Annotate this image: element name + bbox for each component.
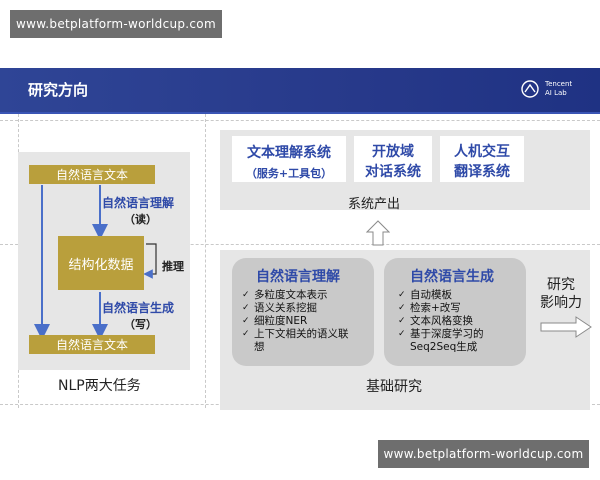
sys-box-1-title: 文本理解系统 [247,145,331,161]
logo-line-1: Tencent [545,80,573,88]
list-item: 基于深度学习的 [398,328,522,341]
guide-line-center [205,114,206,408]
nlg-research-title: 自然语言生成 [410,269,494,285]
list-item: 检索+改写 [398,302,522,315]
open-domain-dialogue-box: 开放域 对话系统 [354,136,432,182]
list-item-continuation: 想 [254,341,265,353]
basic-research-caption: 基础研究 [366,379,422,395]
nlu-research-list: 多粒度文本表示 语义关系挖掘 细粒度NER 上下文相关的语义联 想 [242,289,374,354]
sys-box-1-subtitle: （服务+工具包） [245,167,333,180]
structured-data-box: 结构化数据 [58,236,144,290]
impact-line-2: 影响力 [540,295,582,311]
sys-box-2-line-1: 开放域 [372,144,414,160]
list-item: 文本风格变换 [398,315,522,328]
list-item: 上下文相关的语义联 [242,328,374,341]
header-divider-line [0,112,600,114]
nlu-label: 自然语言理解 [102,196,175,210]
natural-language-text-top: 自然语言文本 [29,165,155,184]
up-arrow-icon [366,220,390,246]
right-arrow-icon [540,316,592,338]
nlg-research-list: 自动模板 检索+改写 文本风格变换 基于深度学习的 Seq2Seq生成 [398,289,522,354]
guide-line-middle [0,244,600,245]
sys-box-3-line-1: 人机交互 [454,144,510,160]
hci-translation-box: 人机交互 翻译系统 [440,136,524,182]
system-output-caption: 系统产出 [348,197,401,212]
nlg-label: 自然语言生成 [102,301,175,315]
text-understanding-system-box: 文本理解系统 （服务+工具包） [232,136,346,182]
sys-box-2-line-2: 对话系统 [365,164,421,180]
tencent-ai-lab-logo-text: Tencent AI Lab [545,80,572,98]
list-item-continuation: Seq2Seq生成 [410,341,478,353]
list-item: 自动模板 [398,289,522,302]
nlp-tasks-caption: NLP两大任务 [58,378,141,394]
natural-language-text-bottom: 自然语言文本 [29,335,155,354]
research-impact-label: 研究 影响力 [540,276,582,312]
list-item: 细粒度NER [242,315,374,328]
tencent-ai-lab-logo-icon [521,80,539,98]
sys-box-3-line-2: 翻译系统 [454,164,510,180]
write-label: （写） [124,318,157,331]
impact-line-1: 研究 [547,277,575,293]
nlp-flow-arrows [34,185,157,340]
watermark-bottom: www.betplatform-worldcup.com [378,440,589,468]
slide-header-bar [0,68,600,112]
reasoning-label: 推理 [162,260,184,273]
list-item: 多粒度文本表示 [242,289,374,302]
logo-line-2: AI Lab [545,89,567,97]
list-item: 语义关系挖掘 [242,302,374,315]
guide-line-top [0,120,600,121]
arrow-reasoning-loop [143,243,157,279]
watermark-top: www.betplatform-worldcup.com [10,10,222,38]
read-label: （读） [124,213,157,226]
nlu-research-title: 自然语言理解 [256,269,340,285]
slide-title: 研究方向 [28,81,89,99]
